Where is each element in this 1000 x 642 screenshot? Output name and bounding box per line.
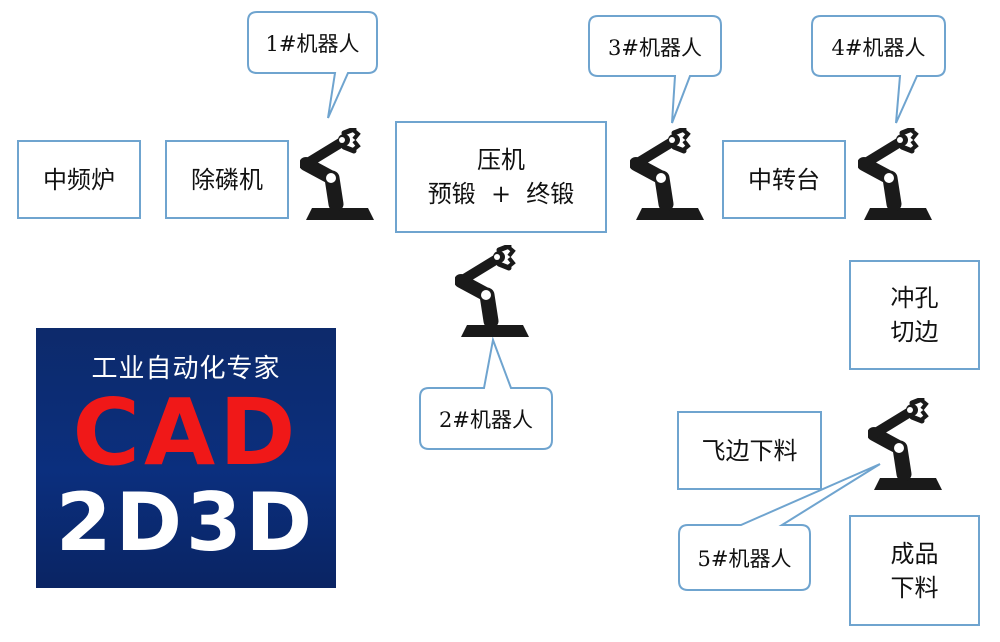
robot-arm-icon-2 bbox=[455, 245, 529, 337]
station-sublabel: 切边 bbox=[890, 318, 939, 346]
robot-label-4: 4#机器人 bbox=[831, 36, 926, 60]
station-sublabel: 预锻 + 终锻 bbox=[427, 180, 575, 208]
station-sublabel: 下料 bbox=[890, 573, 939, 602]
robot-label-1: 1#机器人 bbox=[265, 32, 360, 56]
robot-arm-icon-4 bbox=[858, 128, 932, 220]
brand-logo: 工业自动化专家 CAD 2D3D bbox=[36, 328, 336, 588]
station-punch-trim: 冲孔 切边 bbox=[849, 260, 980, 370]
callout-bubble-r5 bbox=[678, 463, 881, 591]
logo-cad-text: CAD bbox=[72, 379, 300, 486]
station-press: 压机 预锻 + 终锻 bbox=[395, 121, 607, 233]
station-label: 压机 bbox=[477, 146, 525, 174]
station-descaler: 除磷机 bbox=[165, 140, 289, 219]
robot-label-3: 3#机器人 bbox=[608, 36, 702, 60]
station-product-unload: 成品 下料 bbox=[849, 515, 980, 626]
station-mid-turntable: 中转台 bbox=[722, 140, 846, 219]
station-label: 中转台 bbox=[748, 165, 820, 194]
robot-label-2: 2#机器人 bbox=[439, 408, 533, 432]
callout-bubble-r1 bbox=[247, 11, 378, 119]
station-mid-freq-furnace: 中频炉 bbox=[17, 140, 141, 219]
robot-arm-icon-3 bbox=[630, 128, 704, 220]
station-label: 除磷机 bbox=[191, 165, 263, 194]
station-label: 冲孔 bbox=[890, 284, 939, 312]
station-flash-unload: 飞边下料 bbox=[677, 411, 822, 490]
callout-bubble-r3 bbox=[588, 15, 722, 124]
station-label: 飞边下料 bbox=[701, 436, 798, 465]
robot-arm-icon-5 bbox=[868, 398, 942, 490]
logo-subtitle: 工业自动化专家 bbox=[91, 354, 281, 384]
station-label: 中频炉 bbox=[43, 165, 115, 194]
callout-bubble-r4 bbox=[811, 15, 946, 124]
robot-label-5: 5#机器人 bbox=[697, 547, 792, 571]
robot-arm-icon-1 bbox=[300, 128, 374, 220]
station-label: 成品 bbox=[890, 539, 939, 568]
logo-2d3d-text: 2D3D bbox=[55, 476, 317, 569]
callout-bubble-r2 bbox=[419, 336, 553, 450]
